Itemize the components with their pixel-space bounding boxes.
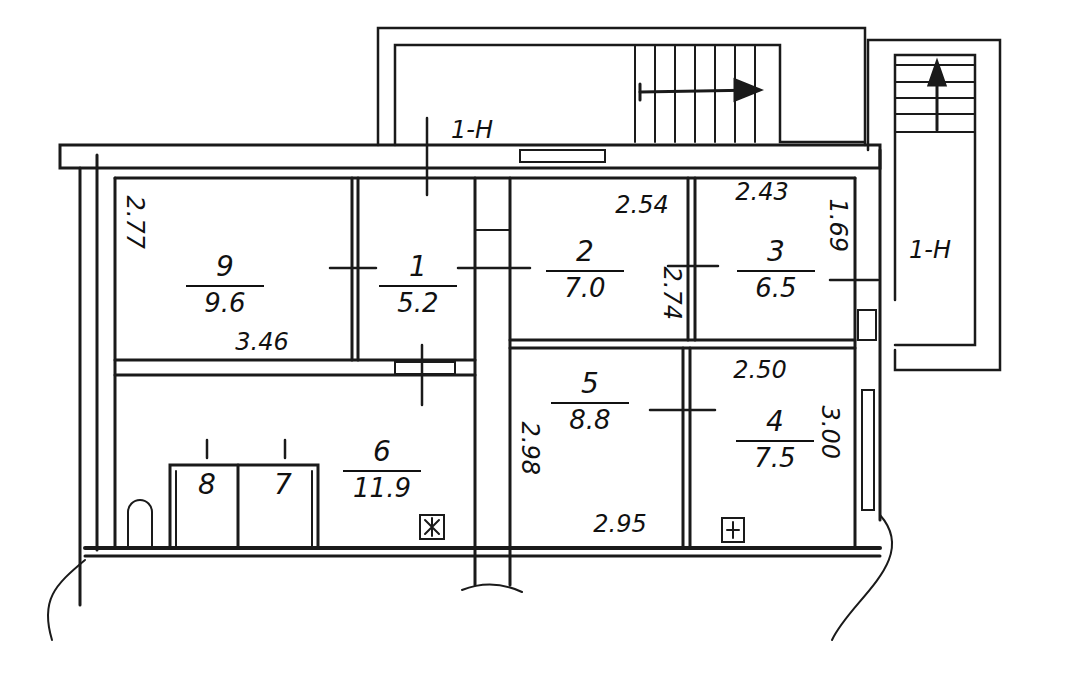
room-label: 36.5 (737, 236, 815, 303)
room-label: 8 (198, 469, 216, 501)
dimension: 2.43 (735, 179, 788, 205)
room-number: 2 (546, 236, 624, 271)
porch-outline (378, 28, 865, 145)
dimension: 2.98 (517, 421, 543, 474)
walls (60, 145, 880, 605)
room-label: 611.9 (343, 436, 421, 503)
room: 99.6 (115, 178, 352, 360)
room-area: 6.5 (755, 272, 796, 304)
door-marks (207, 118, 878, 458)
dimension: 2.95 (593, 511, 646, 537)
room-area: 7.0 (564, 272, 605, 304)
room: 8 (176, 465, 238, 548)
room-number: 7 (274, 469, 292, 501)
stair-arrow (929, 62, 945, 130)
dimension: 2.50 (733, 357, 786, 383)
break-lines (48, 515, 892, 640)
room-label: 7 (274, 469, 292, 501)
door-label: 1-Н (906, 237, 954, 263)
stair-inner (895, 55, 975, 345)
dimension: 2.74 (659, 266, 685, 319)
dimension: 2.54 (615, 192, 668, 218)
room-area: 7.5 (754, 442, 795, 474)
room-number: 8 (198, 469, 216, 501)
dimension: 2.77 (122, 195, 148, 248)
door-label: 1-Н (448, 117, 496, 143)
dimension: 3.46 (235, 329, 288, 355)
room-number: 9 (186, 251, 264, 286)
room: 7 (238, 465, 312, 548)
room-number: 6 (343, 436, 421, 471)
room-number: 5 (551, 368, 629, 403)
room-area: 8.8 (569, 404, 610, 436)
room-label: 58.8 (551, 368, 629, 435)
room-label: 15.2 (379, 251, 457, 318)
room-number: 1 (379, 251, 457, 286)
room: 611.9 8 7 (115, 375, 475, 548)
stair-outline (868, 40, 1000, 370)
room-number: 3 (737, 236, 815, 271)
room: 15.2 (358, 178, 475, 360)
room-label: 99.6 (186, 251, 264, 318)
room-number: 4 (736, 406, 814, 441)
room-area: 11.9 (353, 472, 411, 504)
porch-inner (395, 45, 865, 145)
room-area: 5.2 (397, 287, 438, 319)
room-area: 9.6 (204, 287, 245, 319)
stair-arrow (640, 80, 760, 100)
fixtures (128, 500, 744, 548)
room-label: 27.0 (546, 236, 624, 303)
dimension: 1.69 (825, 198, 851, 251)
dimension: 3.00 (817, 405, 843, 458)
room-label: 47.5 (736, 406, 814, 473)
